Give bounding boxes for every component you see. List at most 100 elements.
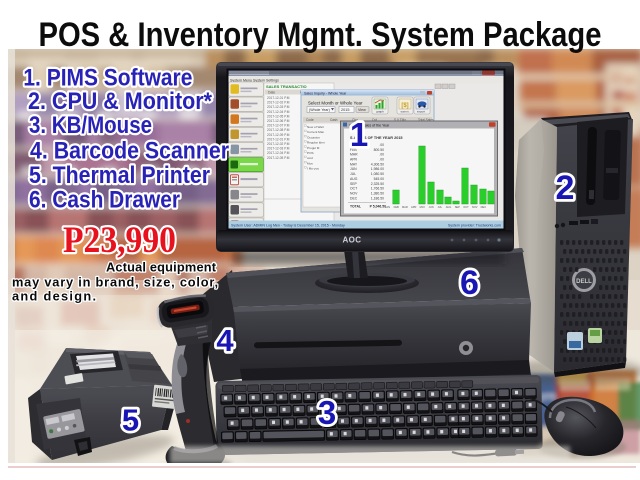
svg-text:OCT: OCT — [463, 205, 469, 209]
svg-text:2017-12-02 P.M: 2017-12-02 P.M — [267, 101, 290, 105]
svg-text:MAY: MAY — [350, 162, 358, 166]
svg-text:1,380.50: 1,380.50 — [371, 192, 384, 196]
svg-text:4. Barcode Scanner: 4. Barcode Scanner — [30, 138, 229, 165]
svg-text:System User: ADMIN Log Men - T: System User: ADMIN Log Men - Today is De… — [231, 224, 345, 228]
svg-text:Progul M: Progul M — [307, 146, 320, 150]
svg-text:2017-12-09 P.M: 2017-12-09 P.M — [267, 133, 290, 137]
svg-text:JUL: JUL — [350, 172, 356, 176]
svg-text:2017-12-01 P.M: 2017-12-01 P.M — [267, 137, 290, 141]
svg-text:2017-12-07 P.M: 2017-12-07 P.M — [267, 124, 290, 128]
svg-text:DELL: DELL — [576, 279, 592, 285]
svg-text:DEC: DEC — [350, 196, 358, 200]
svg-text:Actual equipment: Actual equipment — [106, 260, 217, 275]
svg-text:2015: 2015 — [341, 108, 349, 112]
svg-text:1: 1 — [350, 116, 368, 153]
svg-text:2. CPU & Monitor*: 2. CPU & Monitor* — [28, 88, 212, 115]
svg-text:JUN: JUN — [350, 167, 357, 171]
svg-text:4: 4 — [216, 323, 234, 358]
svg-text:2017-12-02 P.M: 2017-12-02 P.M — [267, 142, 290, 146]
svg-text:JAN: JAN — [350, 143, 357, 147]
svg-text:2017-12-03 P.M: 2017-12-03 P.M — [267, 147, 290, 151]
svg-text:Crd: Crd — [372, 118, 377, 122]
svg-text:Sales Inquiry - Whole Year: Sales Inquiry - Whole Year — [304, 91, 347, 95]
svg-text:545.00: 545.00 — [374, 177, 384, 181]
svg-text:Select Month or Whole Year: Select Month or Whole Year — [308, 101, 363, 106]
svg-text:5. Thermal Printer: 5. Thermal Printer — [29, 162, 210, 189]
svg-text:1,986.00: 1,986.00 — [371, 167, 384, 171]
svg-text:6. Cash Drawer: 6. Cash Drawer — [29, 186, 180, 213]
svg-text:2017-12-05 P.M: 2017-12-05 P.M — [267, 156, 290, 160]
svg-text:Regular Iden: Regular Iden — [307, 141, 325, 145]
svg-text:APR: APR — [350, 158, 358, 162]
svg-text:DEC: DEC — [481, 205, 487, 209]
svg-text:NOV: NOV — [472, 205, 478, 209]
svg-text:1,766.50: 1,766.50 — [371, 187, 384, 191]
svg-text:.00: .00 — [379, 158, 384, 162]
svg-text:.00: .00 — [379, 153, 384, 157]
svg-text:View: View — [358, 108, 366, 112]
svg-text:1,186.50: 1,186.50 — [371, 196, 384, 200]
svg-text:Mos: Mos — [307, 161, 313, 165]
svg-text:JUN: JUN — [429, 205, 434, 209]
svg-text:FEB: FEB — [350, 148, 357, 152]
svg-text:Chg: Chg — [352, 118, 358, 122]
svg-text:OCT: OCT — [350, 187, 357, 191]
svg-text:Current Man: Current Man — [307, 130, 324, 134]
svg-text:2017-12-03 P.M: 2017-12-03 P.M — [267, 105, 290, 109]
svg-text:MAR: MAR — [402, 205, 408, 209]
svg-text:.00: .00 — [379, 143, 384, 147]
svg-text:POS & Inventory Mgmt. System P: POS & Inventory Mgmt. System Package — [39, 16, 602, 54]
svg-text:Cash: Cash — [330, 118, 338, 122]
svg-text:(Whole Year): (Whole Year) — [309, 108, 330, 112]
svg-text:System Settings: System Settings — [253, 78, 279, 82]
svg-text:1. PIMS Software: 1. PIMS Software — [23, 65, 192, 92]
svg-text:2017-12-05 P.M: 2017-12-05 P.M — [267, 114, 290, 118]
svg-text:MAY: MAY — [420, 205, 426, 209]
svg-text:4,306.50: 4,306.50 — [371, 162, 384, 166]
svg-text:may vary in brand, size, color: may vary in brand, size, color, — [12, 274, 218, 289]
svg-text:3: 3 — [318, 394, 336, 431]
svg-text:System Menu: System Menu — [230, 78, 252, 82]
svg-text:2017-12-01 P.M: 2017-12-01 P.M — [267, 96, 290, 100]
svg-text:Total Sales: Total Sales — [418, 118, 434, 122]
svg-text:MAR: MAR — [350, 153, 358, 157]
svg-text:6: 6 — [460, 264, 479, 302]
svg-text:void: void — [307, 156, 313, 160]
svg-text:graph: graph — [376, 110, 384, 114]
svg-text:[$]: [$] — [401, 103, 408, 109]
svg-text:2017-12-04 P.M: 2017-12-04 P.M — [267, 151, 290, 155]
svg-text:SALES TRANSACTIO: SALES TRANSACTIO — [266, 84, 307, 89]
svg-text:I Mo-you: I Mo-you — [307, 167, 319, 171]
svg-text:P 5,046.50: P 5,046.50 — [370, 205, 386, 209]
svg-text:FEB: FEB — [394, 205, 399, 209]
svg-text:Occasion: Occasion — [307, 135, 320, 139]
svg-text:2017-12-06 P.M: 2017-12-06 P.M — [267, 119, 290, 123]
svg-text:NOV: NOV — [350, 192, 358, 196]
svg-text:APR: APR — [411, 205, 416, 209]
svg-text:Date: Date — [268, 91, 275, 95]
svg-text:AUG: AUG — [350, 177, 358, 181]
svg-text:and design.: and design. — [12, 289, 96, 304]
svg-text:2: 2 — [556, 169, 575, 207]
svg-text:AUG: AUG — [446, 205, 452, 209]
svg-text:3. KB/Mouse: 3. KB/Mouse — [29, 112, 152, 139]
svg-text:P23,990: P23,990 — [63, 220, 176, 261]
svg-text:1,080.50: 1,080.50 — [371, 172, 384, 176]
svg-text:POS: POS — [307, 151, 314, 155]
svg-text:summ.: summ. — [401, 110, 410, 114]
svg-text:5: 5 — [122, 403, 139, 438]
svg-text:Code: Code — [306, 118, 314, 122]
svg-text:2017-12-08 P.M: 2017-12-08 P.M — [267, 128, 290, 132]
svg-text:800.50: 800.50 — [374, 148, 384, 152]
svg-text:2,325.50: 2,325.50 — [371, 182, 384, 186]
svg-text:AOC: AOC — [343, 236, 362, 245]
svg-text:TOTAL: TOTAL — [350, 205, 361, 209]
svg-text:New of Wait: New of Wait — [307, 125, 324, 129]
svg-text:Graph - Sales of the Year: Graph - Sales of the Year — [349, 124, 390, 128]
svg-text:SEP: SEP — [350, 182, 358, 186]
svg-text:S.V.TMo.: S.V.TMo. — [394, 118, 407, 122]
svg-text:SEP: SEP — [455, 205, 460, 209]
svg-text:S A L E S OF THE YEAR 2015: S A L E S OF THE YEAR 2015 — [350, 136, 403, 140]
svg-text:JUL: JUL — [437, 205, 442, 209]
svg-text:2017-12-04 P.M: 2017-12-04 P.M — [267, 110, 290, 114]
